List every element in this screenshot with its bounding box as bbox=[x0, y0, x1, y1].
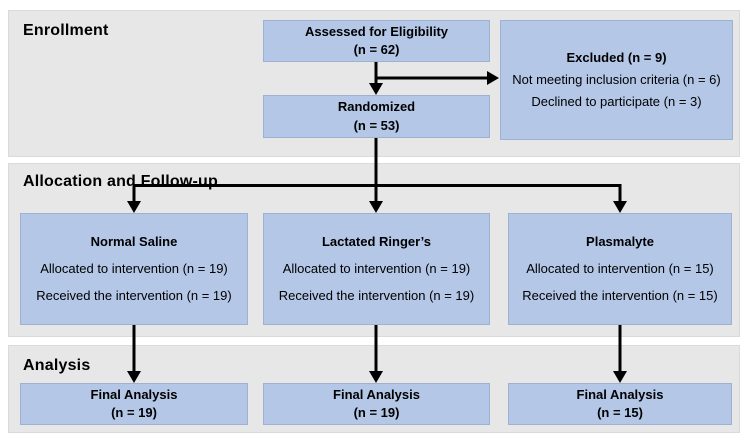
box-arm-normal-saline: Normal Saline Allocated to intervention … bbox=[20, 213, 248, 325]
box-arm-lactated-ringers: Lactated Ringer’s Allocated to intervent… bbox=[263, 213, 490, 325]
excluded-reason-2: Declined to participate (n = 3) bbox=[531, 94, 702, 110]
assessed-count: (n = 62) bbox=[353, 42, 400, 57]
analysis-section-label: Analysis bbox=[23, 357, 91, 374]
box-arm-plasmalyte: Plasmalyte Allocated to intervention (n … bbox=[508, 213, 732, 325]
assessed-title: Assessed for Eligibility bbox=[304, 23, 449, 39]
final1-title: Final Analysis bbox=[90, 386, 178, 402]
randomized-count: (n = 53) bbox=[353, 117, 400, 133]
arm1-received: Received the intervention (n = 19) bbox=[36, 288, 232, 304]
randomized-title: Randomized bbox=[337, 99, 416, 115]
box-final-analysis-2: Final Analysis (n = 19) bbox=[263, 383, 490, 425]
final3-count: (n = 15) bbox=[597, 405, 643, 420]
final1-count: (n = 19) bbox=[111, 405, 157, 420]
final2-title: Final Analysis bbox=[333, 386, 420, 402]
arm3-allocated: Allocated to intervention (n = 15) bbox=[526, 260, 714, 276]
box-assessed: Assessed for Eligibility (n = 62) bbox=[263, 20, 490, 62]
arm2-allocated: Allocated to intervention (n = 19) bbox=[282, 260, 471, 276]
box-final-analysis-3: Final Analysis (n = 15) bbox=[508, 383, 732, 425]
allocation-section-label: Allocation and Follow-up bbox=[23, 173, 219, 190]
final3-title: Final Analysis bbox=[576, 386, 664, 402]
box-randomized: Randomized (n = 53) bbox=[263, 95, 490, 138]
box-excluded: Excluded (n = 9) Not meeting inclusion c… bbox=[500, 20, 733, 140]
arm2-title: Lactated Ringer’s bbox=[321, 233, 432, 249]
arm3-received: Received the intervention (n = 15) bbox=[522, 288, 718, 304]
arm3-title: Plasmalyte bbox=[586, 233, 654, 249]
final2-count: (n = 19) bbox=[353, 405, 400, 420]
arm2-received: Received the intervention (n = 19) bbox=[278, 288, 475, 304]
excluded-reason-1: Not meeting inclusion criteria (n = 6) bbox=[512, 71, 721, 87]
arm1-allocated: Allocated to intervention (n = 19) bbox=[40, 260, 228, 276]
box-final-analysis-1: Final Analysis (n = 19) bbox=[20, 383, 248, 425]
enrollment-section-label: Enrollment bbox=[23, 22, 109, 39]
arm1-title: Normal Saline bbox=[90, 233, 178, 249]
excluded-title: Excluded (n = 9) bbox=[566, 49, 667, 65]
